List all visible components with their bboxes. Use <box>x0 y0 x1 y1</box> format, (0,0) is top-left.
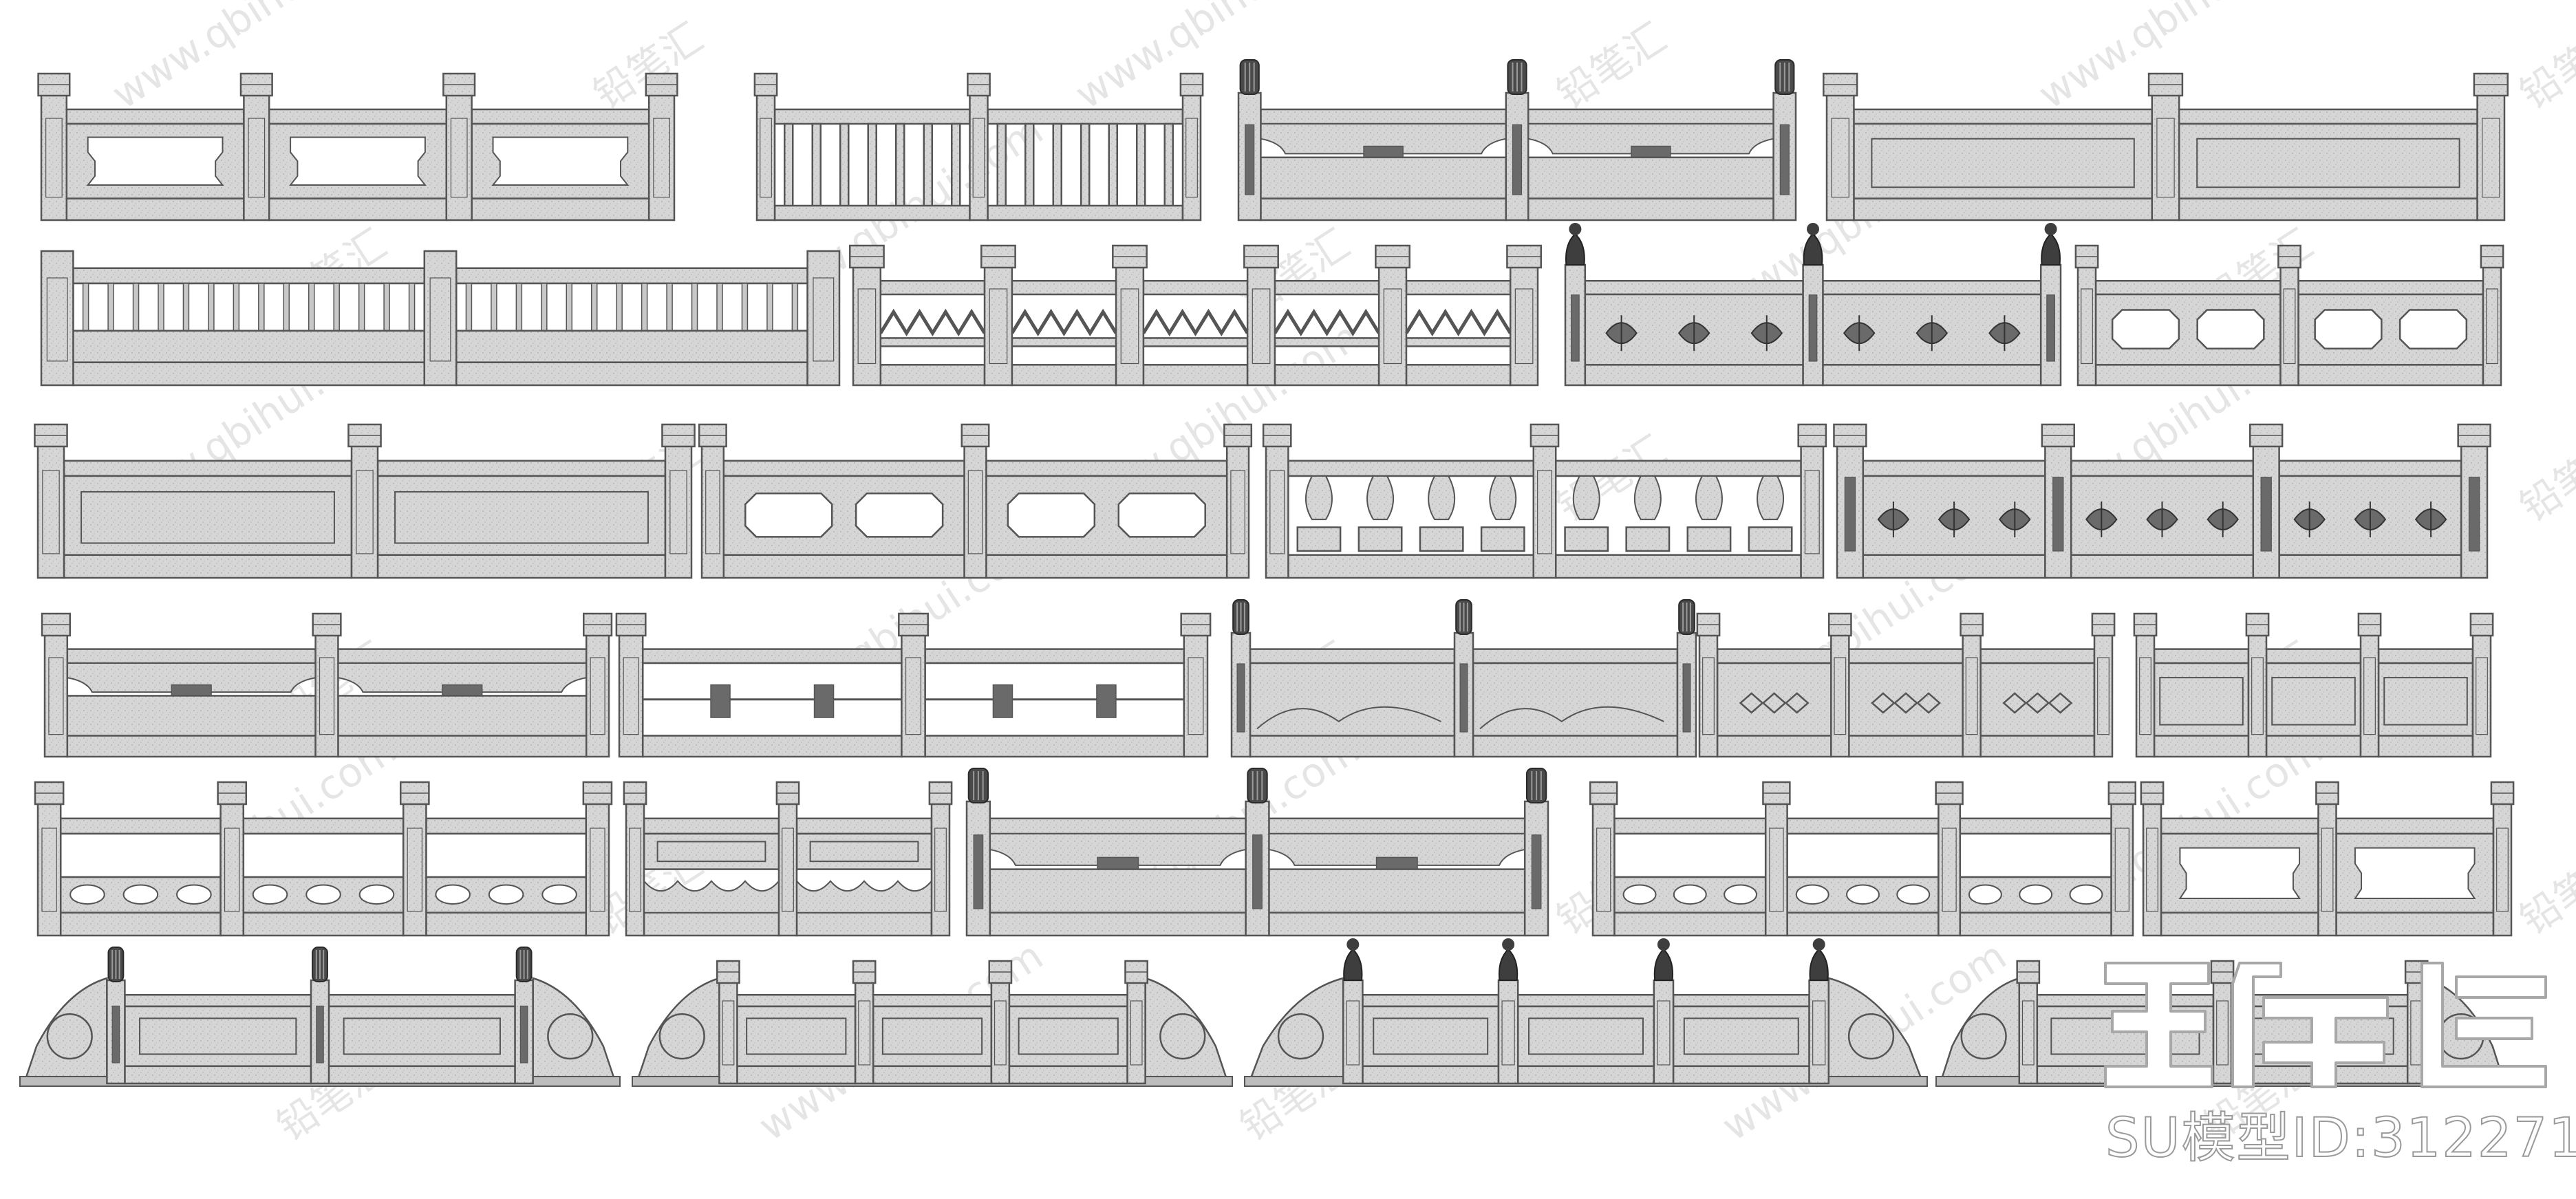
watermark-text: 铅笔汇 <box>1549 14 1675 118</box>
railing-unit-5 <box>40 250 841 387</box>
railing-unit-16 <box>1696 612 2116 758</box>
railing-unit-25 <box>1244 938 1928 1087</box>
railing-unit-9 <box>34 423 696 579</box>
railing-unit-24 <box>632 960 1233 1087</box>
watermark-text: www.qbihui.com <box>1067 0 1368 118</box>
railing-unit-14 <box>615 612 1212 758</box>
railing-unit-20 <box>965 768 1549 937</box>
railing-unit-12 <box>1833 423 2491 579</box>
railing-unit-18 <box>34 781 613 937</box>
watermark-text: 铅笔汇 <box>2512 14 2576 118</box>
railing-unit-15 <box>1230 599 1697 758</box>
railing-unit-3 <box>1237 59 1797 222</box>
railing-unit-22 <box>2140 781 2515 937</box>
railing-unit-8 <box>2074 244 2504 387</box>
railing-unit-6 <box>848 244 1543 387</box>
railing-unit-21 <box>1589 781 2137 937</box>
watermark-text: www.qbihui.com <box>2030 0 2331 118</box>
railing-unit-23 <box>19 947 621 1087</box>
railing-unit-2 <box>753 72 1204 222</box>
railing-collection <box>19 59 2515 1087</box>
railing-unit-4 <box>1823 72 2509 222</box>
model-id-label: SU模型ID:312271 <box>2105 1107 2576 1170</box>
railing-unit-13 <box>41 612 613 758</box>
railing-unit-1 <box>37 72 678 222</box>
railing-unit-10 <box>698 423 1253 579</box>
brand-logo <box>2104 962 2547 1088</box>
railing-unit-17 <box>2133 612 2494 758</box>
watermark-text: 铅笔汇 <box>2512 426 2576 531</box>
railing-unit-11 <box>1262 423 1827 579</box>
railing-unit-7 <box>1564 223 2062 387</box>
watermark-text: 铅笔汇 <box>2512 839 2576 944</box>
railing-unit-19 <box>623 781 953 937</box>
